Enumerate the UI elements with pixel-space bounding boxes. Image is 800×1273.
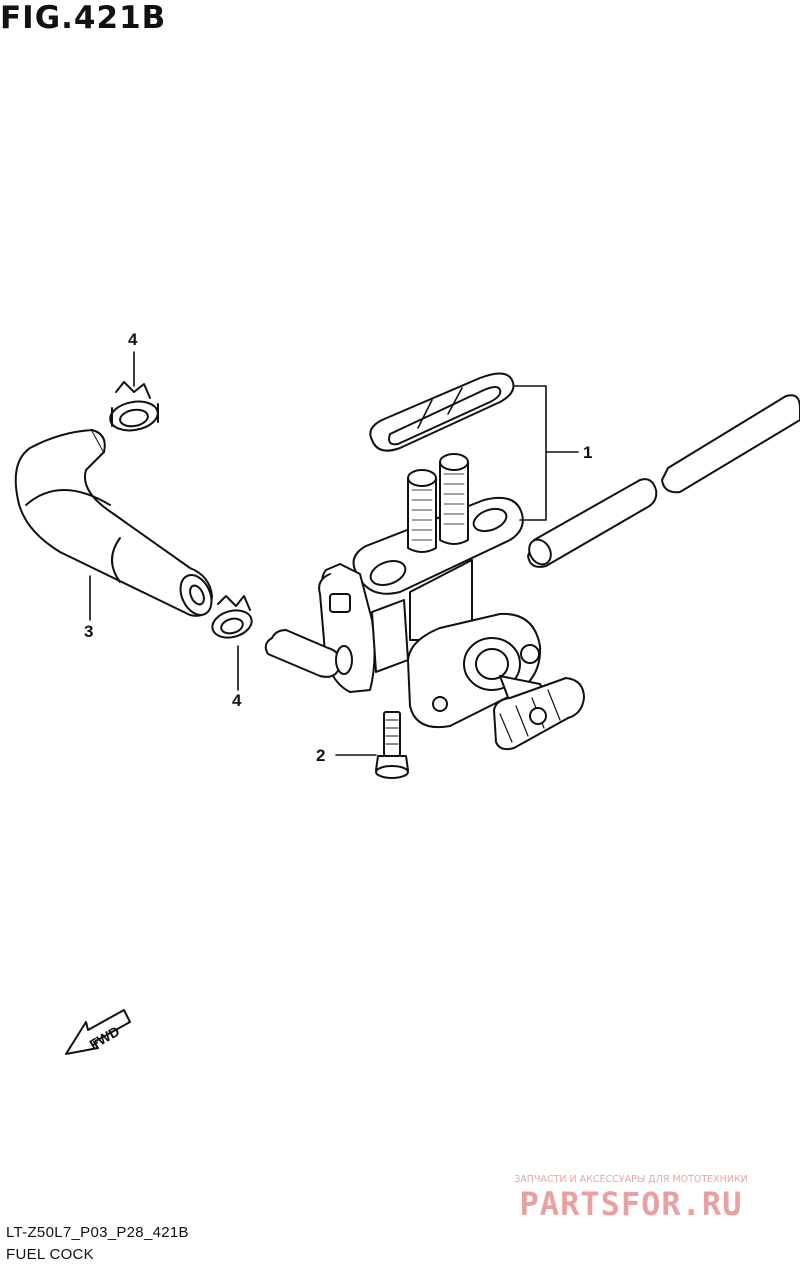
hose-clamp-lower[interactable] [209, 595, 254, 642]
fwd-arrow-icon [65, 1009, 131, 1055]
callout-4-upper: 4 [128, 330, 138, 349]
fuel-cock-gasket[interactable] [369, 372, 515, 452]
watermark-logo: PARTSFOR.RU [519, 1185, 743, 1223]
callout-3: 3 [84, 622, 93, 641]
callout-4-lower: 4 [232, 691, 242, 710]
mounting-bolt[interactable] [375, 711, 409, 779]
fuel-hose[interactable] [14, 429, 218, 620]
hose-clamp-upper[interactable] [108, 381, 160, 434]
watermark-tagline: ЗАПЧАСТИ И АКСЕССУАРЫ ДЛЯ МОТОТЕХНИКИ [514, 1174, 748, 1185]
leader-lines [89, 351, 579, 756]
diagram-code: LT-Z50L7_P03_P28_421B [6, 1224, 189, 1241]
callout-1: 1 [583, 443, 592, 462]
footer: LT-Z50L7_P03_P28_421B FUEL COCK [6, 1222, 189, 1266]
figure-title: FIG.421B [0, 0, 167, 36]
callout-2: 2 [316, 746, 325, 765]
diagram-name: FUEL COCK [6, 1246, 94, 1263]
fuel-outlet-hose[interactable] [525, 394, 800, 568]
fuel-cock-assembly[interactable] [264, 453, 585, 751]
watermark: ЗАПЧАСТИ И АКСЕССУАРЫ ДЛЯ МОТОТЕХНИКИ PA… [470, 1174, 792, 1223]
